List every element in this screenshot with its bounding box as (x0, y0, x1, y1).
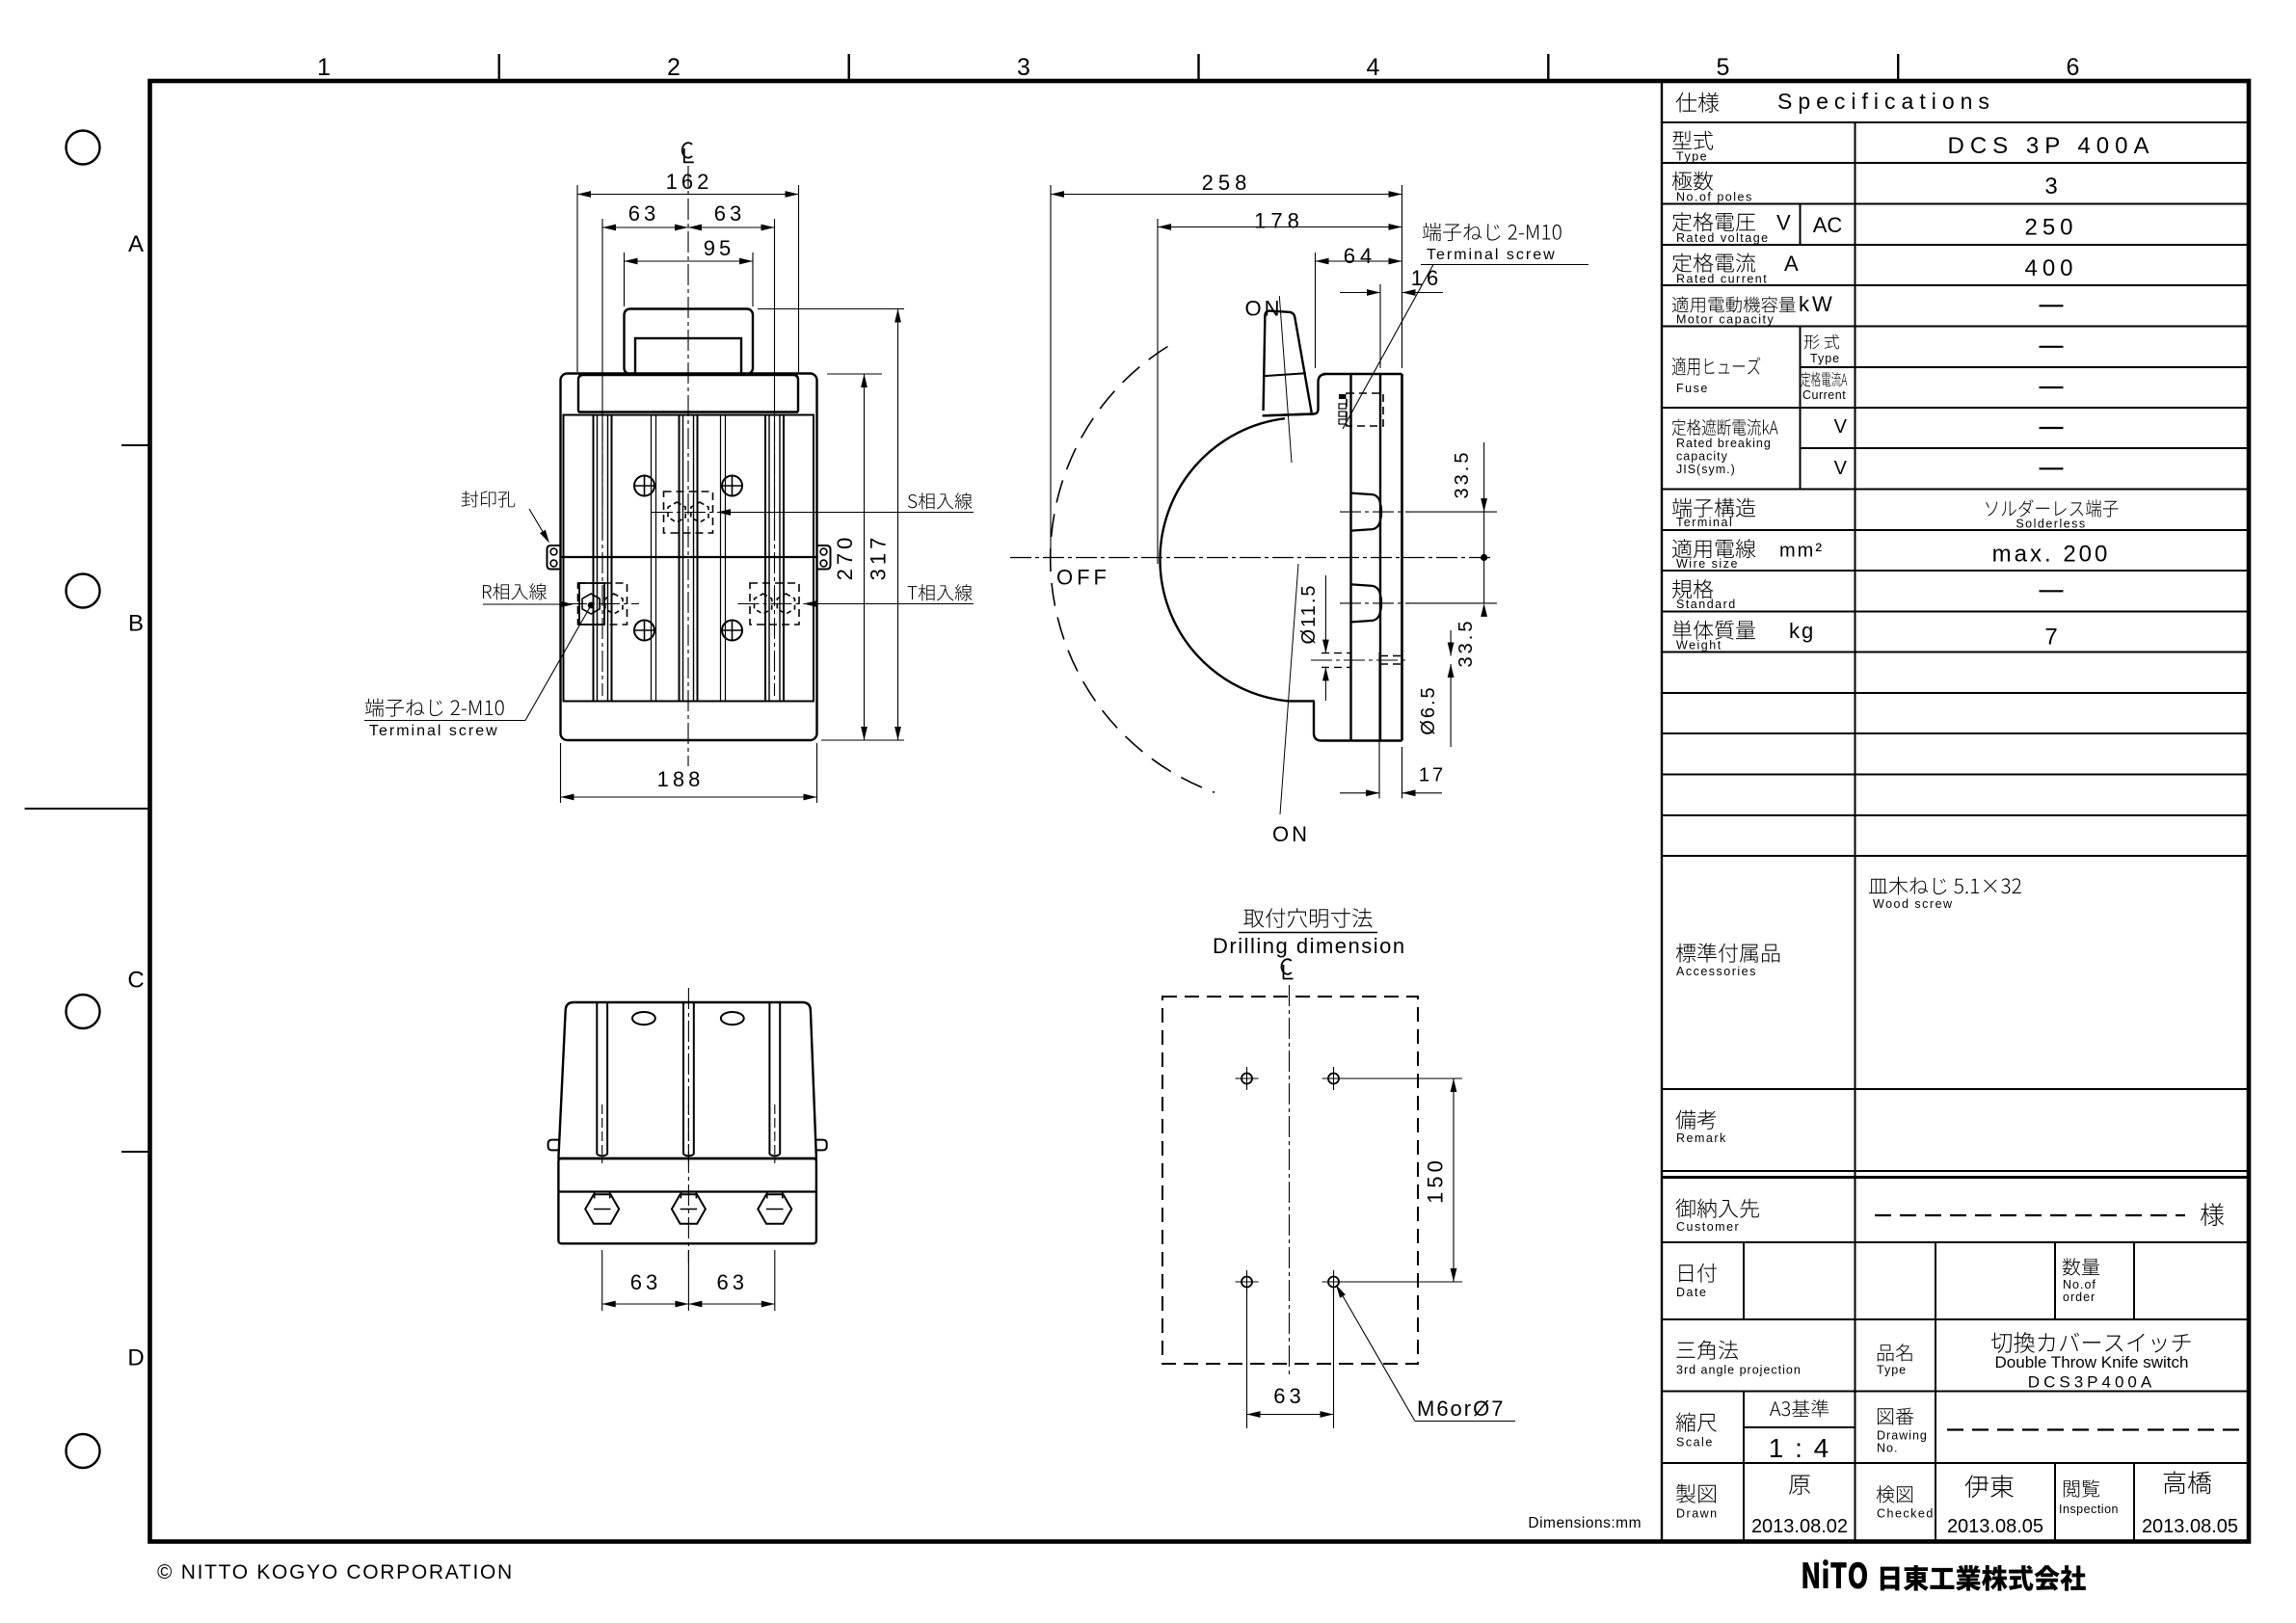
svg-text:V: V (1776, 211, 1791, 235)
svg-text:kg: kg (1789, 619, 1815, 643)
svg-text:Type: Type (1676, 150, 1708, 164)
svg-text:© NITTO KOGYO CORPORATION: © NITTO KOGYO CORPORATION (157, 1561, 514, 1583)
svg-text:ON: ON (1272, 822, 1310, 846)
svg-text:D: D (127, 1345, 144, 1371)
svg-text:Inspection: Inspection (2059, 1503, 2119, 1516)
svg-text:317: 317 (867, 534, 891, 581)
svg-text:162: 162 (666, 170, 713, 194)
svg-text:Terminal screw: Terminal screw (369, 723, 499, 739)
svg-text:Accessories: Accessories (1676, 965, 1757, 978)
svg-text:ON: ON (1245, 297, 1283, 321)
svg-text:Weight: Weight (1676, 639, 1722, 652)
svg-text:2013.08.02: 2013.08.02 (1751, 1516, 1848, 1537)
svg-text:Rated voltage: Rated voltage (1676, 231, 1770, 245)
svg-text:DCS 3P 400A: DCS 3P 400A (1948, 133, 2155, 159)
svg-text:mm²: mm² (1779, 541, 1824, 562)
svg-text:Dimensions:mm: Dimensions:mm (1528, 1515, 1642, 1531)
svg-text:Terminal screw: Terminal screw (1427, 247, 1557, 263)
svg-text:95: 95 (704, 236, 734, 260)
svg-text:kW: kW (1799, 292, 1835, 316)
svg-text:Specifications: Specifications (1777, 89, 1995, 114)
svg-text:JIS(sym.): JIS(sym.) (1676, 463, 1736, 476)
svg-text:Ø11.5: Ø11.5 (1298, 584, 1320, 645)
svg-text:258: 258 (1202, 171, 1252, 195)
svg-text:Scale: Scale (1676, 1436, 1714, 1450)
svg-text:A: A (128, 231, 144, 257)
svg-text:Type: Type (1810, 352, 1840, 365)
svg-text:C: C (127, 968, 144, 994)
svg-text:2: 2 (667, 54, 681, 81)
svg-text:Motor capacity: Motor capacity (1676, 313, 1775, 327)
svg-text:16: 16 (1411, 266, 1442, 290)
svg-text:capacity: capacity (1676, 450, 1728, 464)
svg-text:Date: Date (1676, 1286, 1707, 1299)
svg-text:3: 3 (1017, 54, 1030, 81)
svg-text:63: 63 (714, 201, 745, 226)
svg-text:order: order (2063, 1290, 2096, 1304)
svg-text:150: 150 (1424, 1157, 1448, 1204)
svg-text:No.of: No.of (2063, 1278, 2096, 1291)
svg-text:3: 3 (2044, 173, 2057, 200)
svg-text:max. 200: max. 200 (1992, 542, 2111, 568)
svg-text:V: V (1834, 416, 1848, 438)
svg-text:Double Throw Knife switch: Double Throw Knife switch (1995, 1353, 2189, 1371)
svg-text:Checked: Checked (1877, 1507, 1935, 1521)
svg-text:Standard: Standard (1676, 598, 1737, 611)
svg-text:4: 4 (1367, 54, 1380, 81)
svg-text:5: 5 (1717, 54, 1730, 81)
svg-text:33.5: 33.5 (1455, 619, 1477, 668)
svg-text:V: V (1834, 458, 1848, 479)
svg-text:2013.08.05: 2013.08.05 (1947, 1516, 2043, 1537)
svg-text:Type: Type (1877, 1364, 1907, 1377)
svg-text:63: 63 (630, 1270, 661, 1294)
svg-text:Remark: Remark (1676, 1131, 1727, 1145)
svg-text:33.5: 33.5 (1452, 450, 1473, 499)
svg-text:178: 178 (1254, 209, 1304, 233)
svg-text:M6orØ7: M6orØ7 (1417, 1397, 1505, 1421)
svg-text:1: 1 (317, 54, 331, 81)
svg-text:1 : 4: 1 : 4 (1769, 1433, 1830, 1463)
svg-text:6: 6 (2067, 54, 2080, 81)
svg-text:250: 250 (2024, 215, 2077, 241)
svg-text:7: 7 (2044, 625, 2057, 651)
svg-text:17: 17 (1419, 765, 1446, 786)
svg-text:Rated breaking: Rated breaking (1676, 437, 1772, 450)
svg-text:Rated current: Rated current (1676, 273, 1768, 286)
svg-text:No.: No. (1877, 1442, 1898, 1455)
svg-text:64: 64 (1344, 244, 1376, 268)
svg-text:Terminal: Terminal (1676, 516, 1733, 529)
svg-text:Drilling dimension: Drilling dimension (1213, 934, 1406, 958)
svg-text:OFF: OFF (1056, 566, 1110, 590)
svg-text:63: 63 (1273, 1384, 1304, 1408)
svg-text:3rd angle projection: 3rd angle projection (1676, 1364, 1802, 1377)
svg-text:Wood screw: Wood screw (1873, 897, 1954, 911)
svg-text:270: 270 (833, 534, 857, 581)
svg-text:188: 188 (657, 767, 705, 791)
svg-text:A: A (1784, 252, 1799, 276)
svg-text:Current: Current (1802, 388, 1846, 402)
svg-text:Solderless: Solderless (2016, 518, 2086, 531)
svg-text:DCS3P400A: DCS3P400A (2028, 1373, 2155, 1392)
svg-text:Customer: Customer (1676, 1220, 1740, 1234)
svg-text:AC: AC (1813, 213, 1843, 237)
svg-text:63: 63 (717, 1270, 748, 1294)
svg-text:Drawn: Drawn (1676, 1507, 1719, 1521)
svg-text:Fuse: Fuse (1676, 382, 1709, 395)
svg-text:B: B (128, 611, 144, 637)
svg-text:Drawing: Drawing (1877, 1429, 1928, 1443)
svg-text:63: 63 (628, 201, 659, 226)
svg-text:Wire size: Wire size (1676, 557, 1739, 571)
svg-text:No.of poles: No.of poles (1676, 191, 1753, 204)
svg-text:Ø6.5: Ø6.5 (1418, 685, 1439, 734)
svg-text:400: 400 (2024, 255, 2077, 281)
svg-text:2013.08.05: 2013.08.05 (2142, 1516, 2238, 1537)
